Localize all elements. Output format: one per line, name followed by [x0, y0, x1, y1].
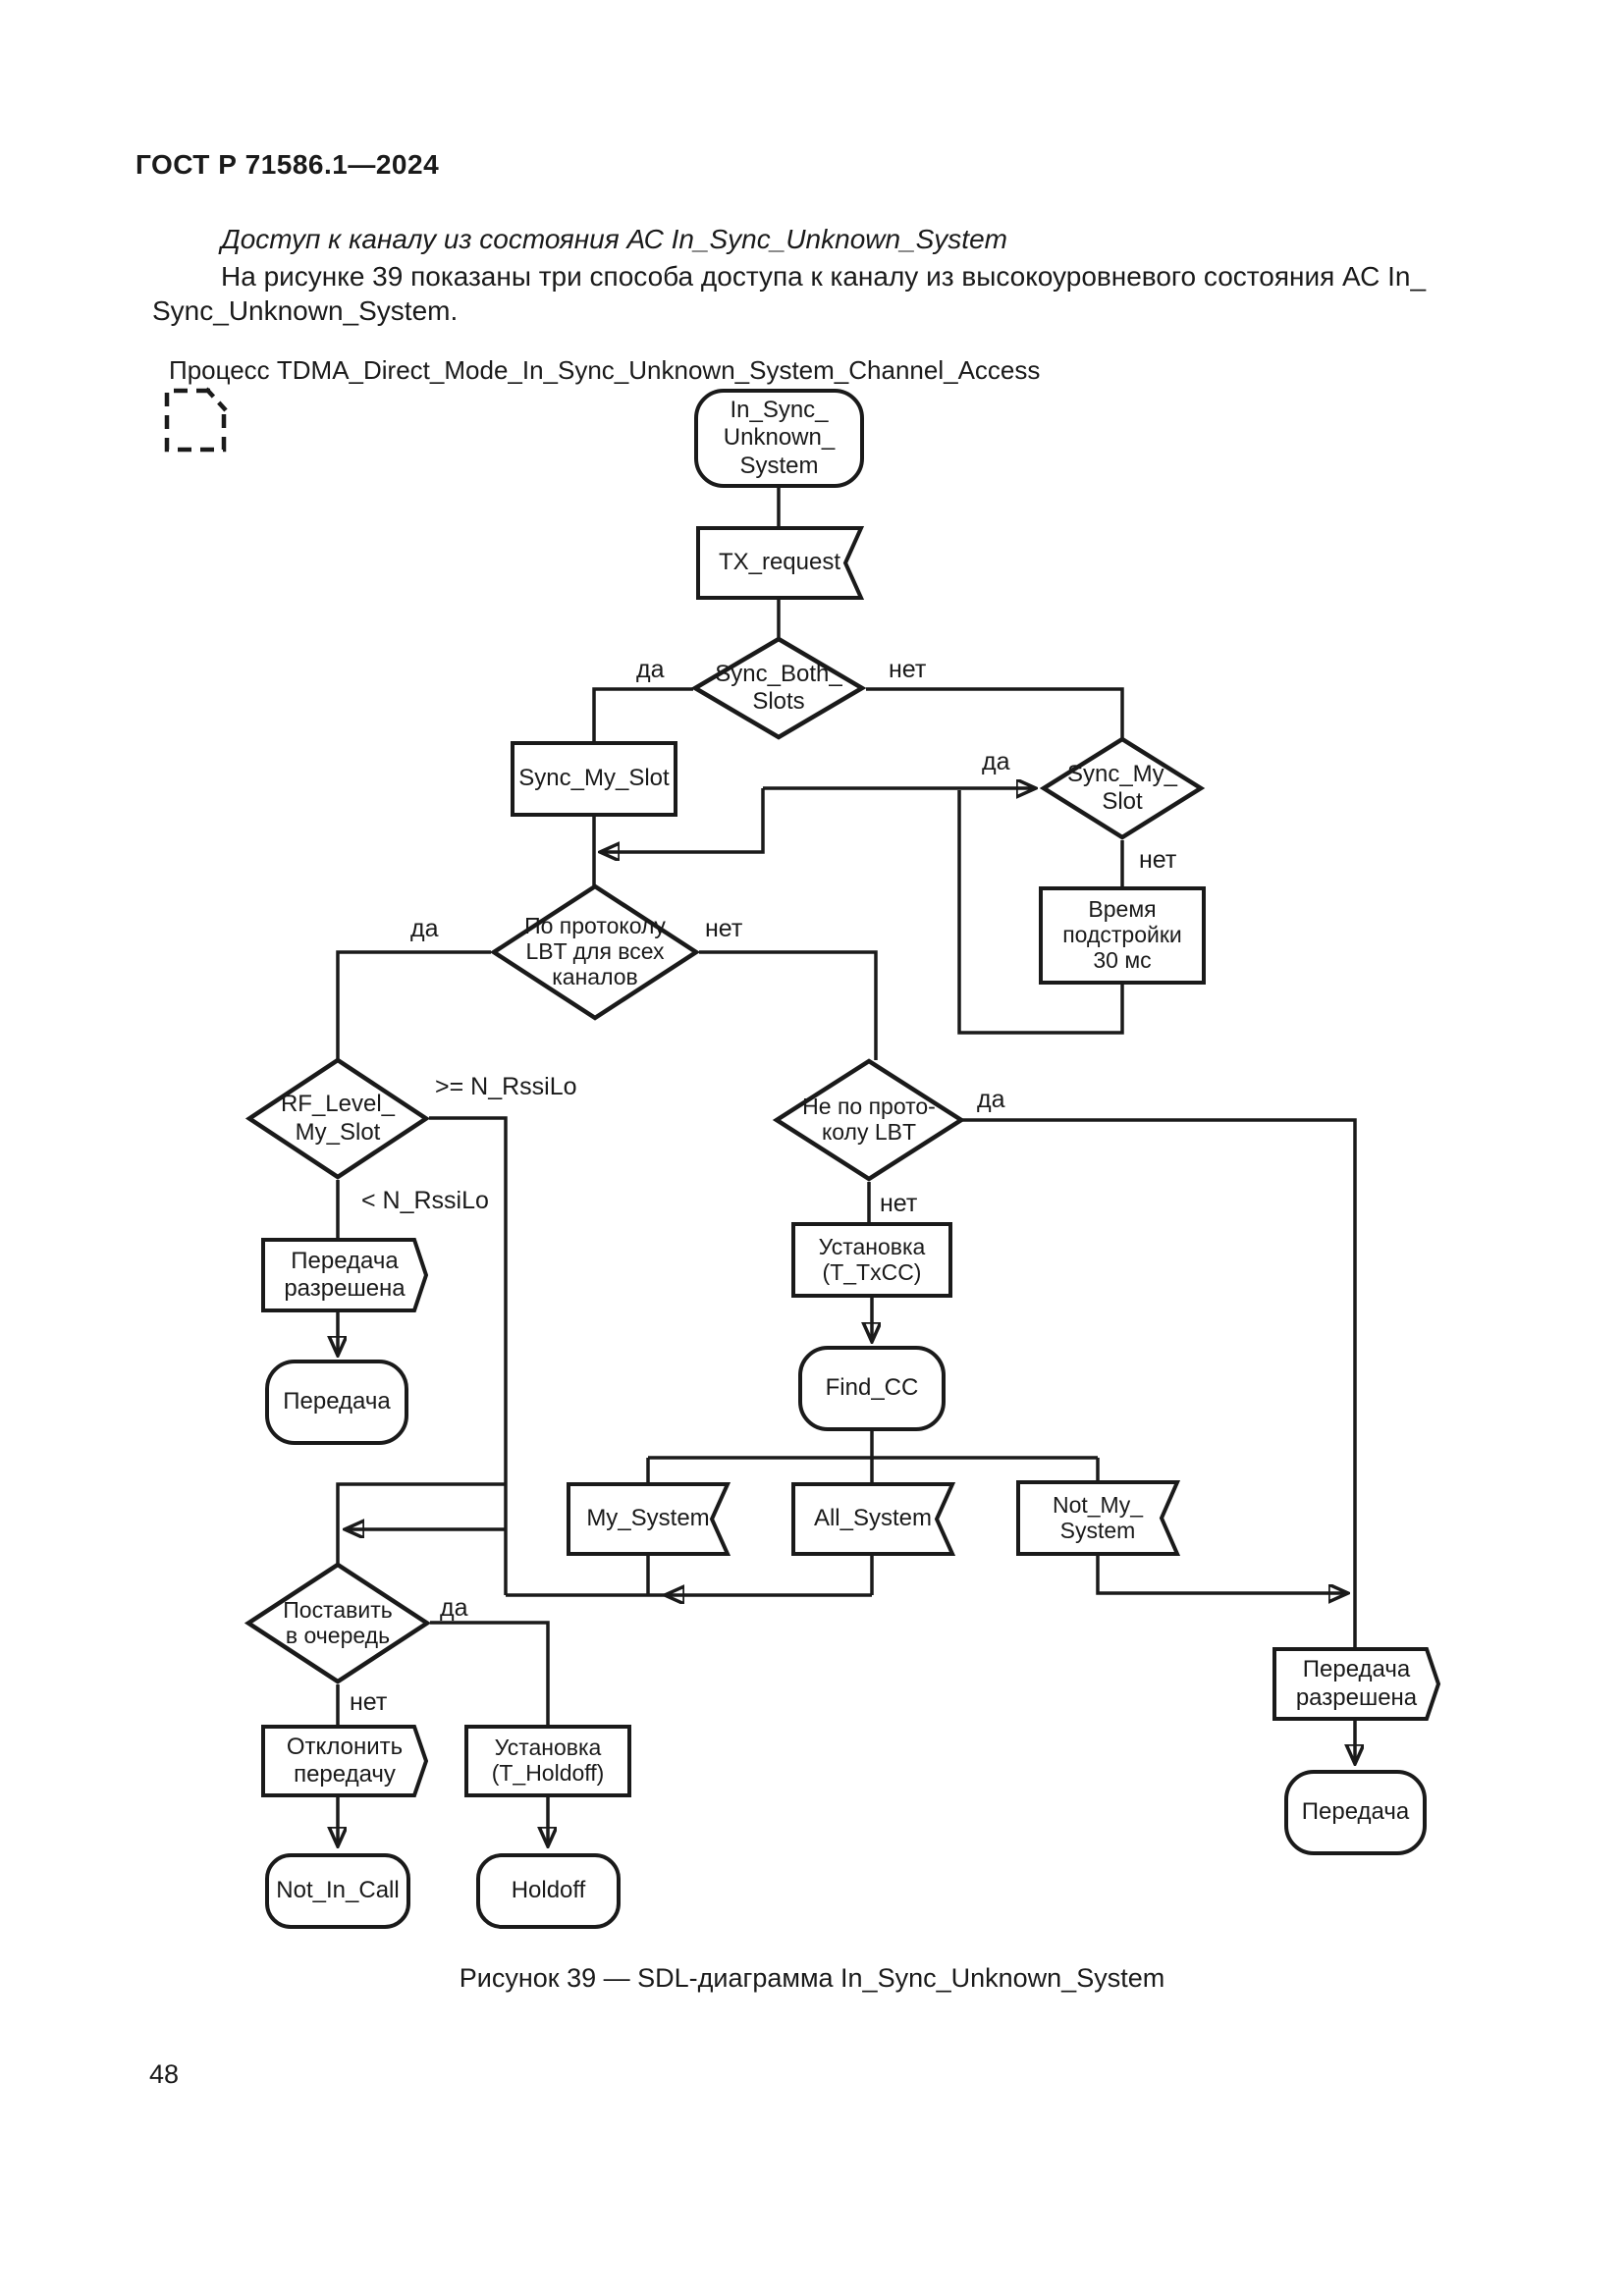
decision-shape	[244, 1057, 431, 1180]
output-signal-shape	[261, 1238, 429, 1312]
node-state-tx-right: Передача	[1284, 1770, 1427, 1855]
branch-label-no: нет	[350, 1688, 388, 1716]
node-task-set-t-txcc: Установка (T_TxCC)	[791, 1222, 952, 1298]
node-output-tx-allowed-left: Передача разрешена	[261, 1238, 429, 1312]
node-output-tx-allowed-right: Передача разрешена	[1272, 1647, 1441, 1721]
branch-label-no: нет	[1139, 846, 1177, 874]
node-task-sync-my-slot: Sync_My_Slot	[511, 741, 677, 817]
branch-label-no: нет	[880, 1190, 918, 1217]
node-input-my-system: My_System	[567, 1482, 731, 1556]
branch-label-yes: да	[636, 656, 665, 683]
figure-caption: Рисунок 39 — SDL-диаграмма In_Sync_Unkno…	[459, 1963, 1165, 1993]
branch-label-yes: да	[982, 748, 1010, 775]
output-signal-shape	[261, 1725, 429, 1797]
doc-header: ГОСТ Р 71586.1—2024	[135, 149, 440, 180]
node-input-tx-request: TX_request	[696, 526, 865, 600]
branch-label-yes: да	[410, 915, 439, 942]
node-output-decline-tx: Отклонить передачу	[261, 1725, 429, 1797]
decision-shape	[1039, 736, 1206, 840]
node-state-in-sync-unknown-system: In_Sync_ Unknown_ System	[694, 389, 864, 488]
node-input-all-system: All_System	[791, 1482, 956, 1556]
node-state-not-in-call: Not_In_Call	[265, 1853, 410, 1929]
node-decision-rf-level-my-slot: RF_Level_ My_Slot	[244, 1057, 431, 1180]
node-state-tx-left: Передача	[265, 1360, 408, 1445]
paragraph-line-1: На рисунке 39 показаны три способа досту…	[221, 261, 1427, 292]
decision-shape	[489, 883, 701, 1021]
comment-symbol-icon	[164, 387, 228, 453]
process-label: Процесс TDMA_Direct_Mode_In_Sync_Unknown…	[169, 355, 1041, 385]
node-input-not-my-system: Not_My_ System	[1016, 1480, 1181, 1556]
branch-label-yes: да	[977, 1086, 1005, 1113]
node-task-set-t-holdoff: Установка (T_Holdoff)	[464, 1725, 631, 1797]
decision-shape	[772, 1058, 966, 1182]
paragraph-line-2: Sync_Unknown_System.	[152, 295, 459, 326]
node-decision-not-lbt: Не по прото- колу LBT	[772, 1058, 966, 1182]
input-signal-shape	[1016, 1480, 1181, 1556]
branch-label-rssi-ge: >= N_RssiLo	[435, 1073, 577, 1100]
node-decision-sync-both-slots: Sync_Both_ Slots	[690, 636, 867, 740]
page-number: 48	[149, 2059, 180, 2089]
branch-label-yes: да	[440, 1594, 468, 1622]
node-state-find-cc: Find_CC	[798, 1346, 946, 1431]
output-signal-shape	[1272, 1647, 1441, 1721]
node-state-holdoff: Holdoff	[476, 1853, 621, 1929]
node-decision-queue: Поставить в очередь	[244, 1562, 432, 1684]
node-task-adjust-time-30ms: Время подстройки 30 мс	[1039, 886, 1206, 985]
branch-label-no: нет	[889, 656, 927, 683]
input-signal-shape	[791, 1482, 956, 1556]
node-decision-lbt-all-channels: По протоколу LBT для всех каналов	[489, 883, 701, 1021]
node-decision-sync-my-slot: Sync_My_ Slot	[1039, 736, 1206, 840]
branch-label-no: нет	[705, 915, 743, 942]
input-signal-shape	[696, 526, 865, 600]
decision-shape	[244, 1562, 432, 1684]
input-signal-shape	[567, 1482, 731, 1556]
decision-shape	[690, 636, 867, 740]
section-title: Доступ к каналу из состояния АС In_Sync_…	[221, 224, 1007, 254]
branch-label-rssi-lt: < N_RssiLo	[361, 1187, 489, 1214]
